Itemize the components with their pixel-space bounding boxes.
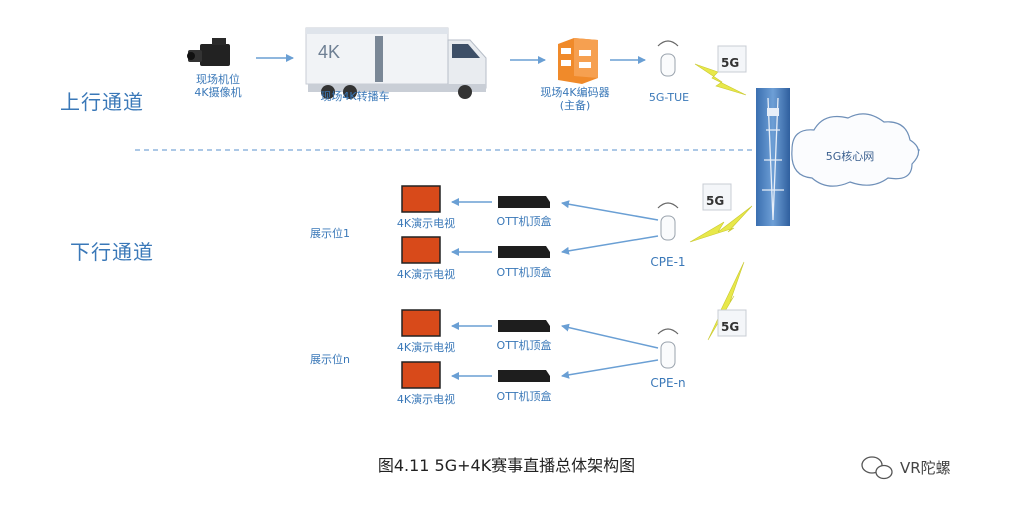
cpe-label: CPE-1 — [636, 256, 700, 269]
encoder-label-line1: 现场4K编码器 — [520, 86, 630, 99]
5g-badge: 5G — [721, 56, 739, 70]
tv-label: 4K演示电视 — [386, 393, 466, 406]
stb-label: OTT机顶盒 — [484, 215, 564, 228]
uplink-lane-label: 上行通道 — [60, 86, 144, 115]
watermark: VR陀螺 — [900, 457, 951, 478]
tv-label: 4K演示电视 — [386, 341, 466, 354]
tv-label: 4K演示电视 — [386, 268, 466, 281]
5g-badge: 5G — [721, 320, 739, 334]
downlink-lane-label: 下行通道 — [70, 236, 154, 265]
stb-label: OTT机顶盒 — [484, 266, 564, 279]
tv-label: 4K演示电视 — [386, 217, 466, 230]
ob-truck-icon — [306, 28, 486, 99]
5g-badge-icon — [703, 46, 746, 336]
truck-badge: 4K — [318, 42, 340, 62]
stb-label: OTT机顶盒 — [484, 390, 564, 403]
encoder-label-line2: (主备) — [520, 99, 630, 112]
cpe-label: CPE-n — [636, 377, 700, 390]
camera-label: 现场机位 4K摄像机 — [183, 73, 253, 99]
encoder-label: 现场4K编码器 (主备) — [520, 86, 630, 112]
core-network-label: 5G核心网 — [815, 150, 885, 163]
figure-caption: 图4.11 5G+4K赛事直播总体架构图 — [0, 452, 1013, 476]
camera-label-line1: 现场机位 — [183, 73, 253, 86]
camera-label-line2: 4K摄像机 — [183, 86, 253, 99]
truck-label: 现场4K转播车 — [300, 90, 410, 103]
tue-label: 5G-TUE — [634, 91, 704, 104]
stb-label: OTT机顶盒 — [484, 339, 564, 352]
camera-icon — [187, 38, 230, 66]
cpe-router-icon — [658, 203, 678, 368]
site-label: 展示位1 — [310, 225, 350, 241]
5g-badge: 5G — [706, 194, 724, 208]
site-label: 展示位n — [310, 351, 350, 367]
tower-icon — [756, 88, 790, 226]
encoder-icon — [558, 38, 598, 84]
cpe-router-icon — [658, 41, 678, 76]
